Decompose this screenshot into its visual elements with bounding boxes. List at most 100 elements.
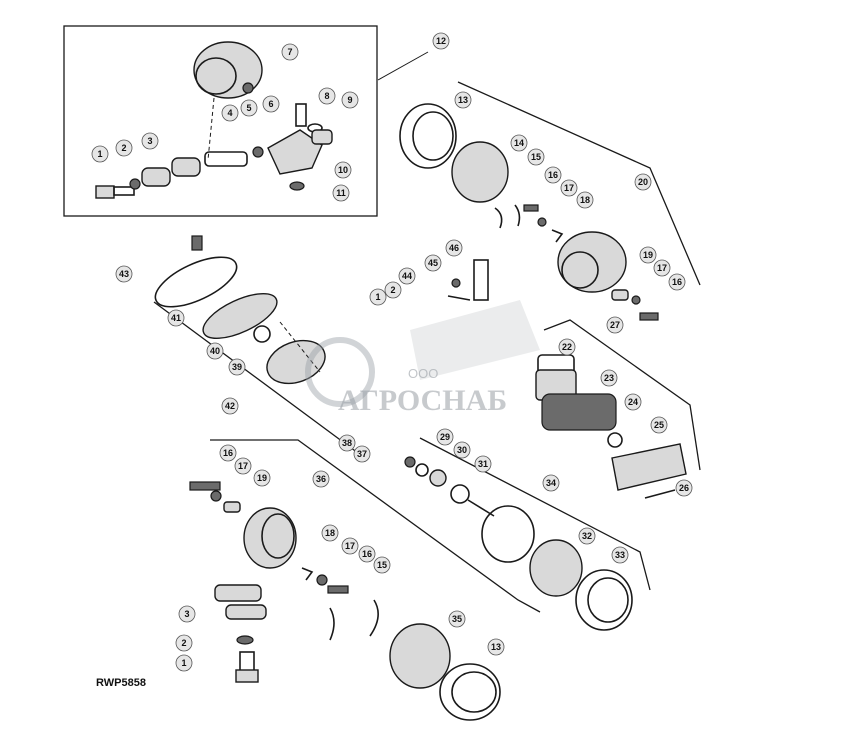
callout-circle	[606, 316, 624, 334]
callout-circle	[240, 99, 258, 117]
callout-circle	[398, 267, 416, 285]
callout-circle	[445, 239, 463, 257]
callout-circle	[668, 273, 686, 291]
dashed-connect	[279, 321, 321, 373]
callout-18: 18	[321, 524, 339, 542]
callout-label: 8	[324, 91, 329, 101]
callout-label: 14	[514, 138, 524, 148]
housing-36	[243, 507, 297, 569]
callout-circle	[510, 134, 528, 152]
reflector-34	[481, 505, 535, 563]
callout-20: 20	[634, 173, 652, 191]
callout-circle	[624, 393, 642, 411]
callout-label: 7	[287, 47, 292, 57]
callout-label: 25	[654, 420, 664, 430]
rim-33	[575, 569, 633, 631]
callout-label: 6	[268, 99, 273, 109]
tail-lamp-assembly	[535, 319, 701, 499]
callout-circle	[448, 610, 466, 628]
callout-label: 30	[457, 445, 467, 455]
callout-label: 16	[672, 277, 682, 287]
callout-24: 24	[624, 393, 642, 411]
callout-label: 10	[338, 165, 348, 175]
callout-label: 12	[436, 36, 446, 46]
callout-label: 2	[390, 285, 395, 295]
rim-13-inner	[412, 111, 454, 161]
gasket-41	[154, 256, 238, 308]
callout-25: 25	[650, 416, 668, 434]
spacer-3a	[141, 167, 171, 187]
bolt-16b	[639, 312, 659, 321]
plate-23	[541, 393, 617, 431]
callout-label: 16	[223, 448, 233, 458]
bracket-46	[473, 259, 489, 301]
watermark-prefix: ООО	[408, 366, 438, 381]
inset-assembly	[63, 25, 378, 217]
callout-9: 9	[341, 91, 359, 109]
callout-11: 11	[332, 184, 350, 202]
figure-code: RWP5858	[96, 677, 146, 689]
clip-15d	[369, 599, 379, 637]
oval-lamp-assembly	[153, 235, 489, 457]
callout-label: 29	[440, 432, 450, 442]
callout-label: 3	[184, 609, 189, 619]
disc-30	[429, 469, 447, 487]
group-bracket-top	[457, 81, 701, 286]
callout-circle	[312, 470, 330, 488]
callout-label: 42	[225, 401, 235, 411]
callout-16: 16	[219, 444, 237, 462]
inset-frame	[63, 25, 378, 217]
callout-2: 2	[384, 281, 402, 299]
callout-circle	[560, 179, 578, 197]
group-bracket-mid	[153, 301, 363, 457]
bushing-19	[611, 289, 629, 301]
bolt-head	[95, 185, 115, 199]
callout-14: 14	[510, 134, 528, 152]
callout-circle	[221, 104, 239, 122]
callout-circle	[358, 545, 376, 563]
housing-20	[557, 231, 627, 293]
callout-circle	[167, 309, 185, 327]
leader-12	[377, 51, 429, 81]
callout-circle	[578, 527, 596, 545]
bulb-39	[253, 325, 271, 343]
callout-label: 17	[345, 541, 355, 551]
callout-circle	[369, 288, 387, 306]
center-line	[207, 97, 215, 161]
callout-circle	[321, 524, 339, 542]
callout-35: 35	[448, 610, 466, 628]
nut-10	[311, 129, 333, 145]
watermark-gear-icon	[305, 337, 375, 407]
callout-37: 37	[353, 445, 371, 463]
callout-circle	[432, 32, 450, 50]
rim-13b	[439, 663, 501, 721]
rim-33-inner	[587, 577, 629, 623]
callout-label: 11	[336, 188, 346, 198]
callout-label: 15	[377, 560, 387, 570]
callout-13: 13	[454, 91, 472, 109]
callout-label: 19	[643, 250, 653, 260]
callout-label: 38	[342, 438, 352, 448]
callout-label: 43	[119, 269, 129, 279]
callout-circle	[115, 139, 133, 157]
callout-1: 1	[369, 288, 387, 306]
callout-circle	[175, 634, 193, 652]
spacer-3d	[225, 604, 267, 620]
callout-circle	[341, 91, 359, 109]
callout-label: 39	[232, 362, 242, 372]
callout-label: 20	[638, 177, 648, 187]
clip-18	[551, 229, 564, 243]
group-bracket-right	[543, 319, 701, 471]
callout-circle	[281, 43, 299, 61]
washer-2	[129, 178, 141, 190]
callout-label: 13	[491, 642, 501, 652]
washer-17d	[316, 574, 328, 586]
callout-43: 43	[115, 265, 133, 283]
callout-27: 27	[606, 316, 624, 334]
callout-13: 13	[487, 638, 505, 656]
spacer-3c	[214, 584, 262, 602]
callout-label: 27	[610, 320, 620, 330]
callout-label: 1	[181, 658, 186, 668]
callout-34: 34	[542, 474, 560, 492]
